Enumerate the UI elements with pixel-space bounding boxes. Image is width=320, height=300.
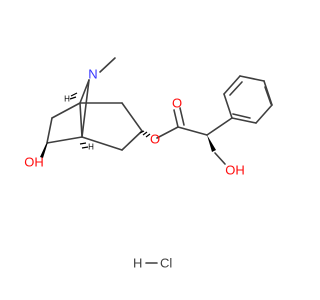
side-hydroxyl-label: OH	[225, 163, 245, 178]
stereo-hydrogen-bottom: H	[88, 143, 94, 152]
ring-bonds	[46, 57, 143, 151]
stereo-hydrogen-top: H	[64, 95, 70, 104]
carbonyl-oxygen-atom: O	[172, 96, 182, 111]
ester-oxygen-atom: O	[150, 132, 160, 147]
nitrogen-atom: N	[88, 67, 97, 82]
ester-bonds	[156, 107, 233, 165]
hydrochloride-salt: H Cl	[133, 256, 172, 271]
stereo-bonds	[40, 92, 216, 158]
phenyl-ring	[223, 75, 273, 124]
molecule-canvas: N OH O O OH H H H Cl	[24, 57, 273, 271]
salt-hydrogen-label: H	[133, 256, 142, 271]
salt-chlorine-label: Cl	[160, 256, 172, 271]
structure-diagram: N OH O O OH H H H Cl	[24, 57, 273, 271]
ring-hydroxyl-label: OH	[24, 155, 44, 170]
